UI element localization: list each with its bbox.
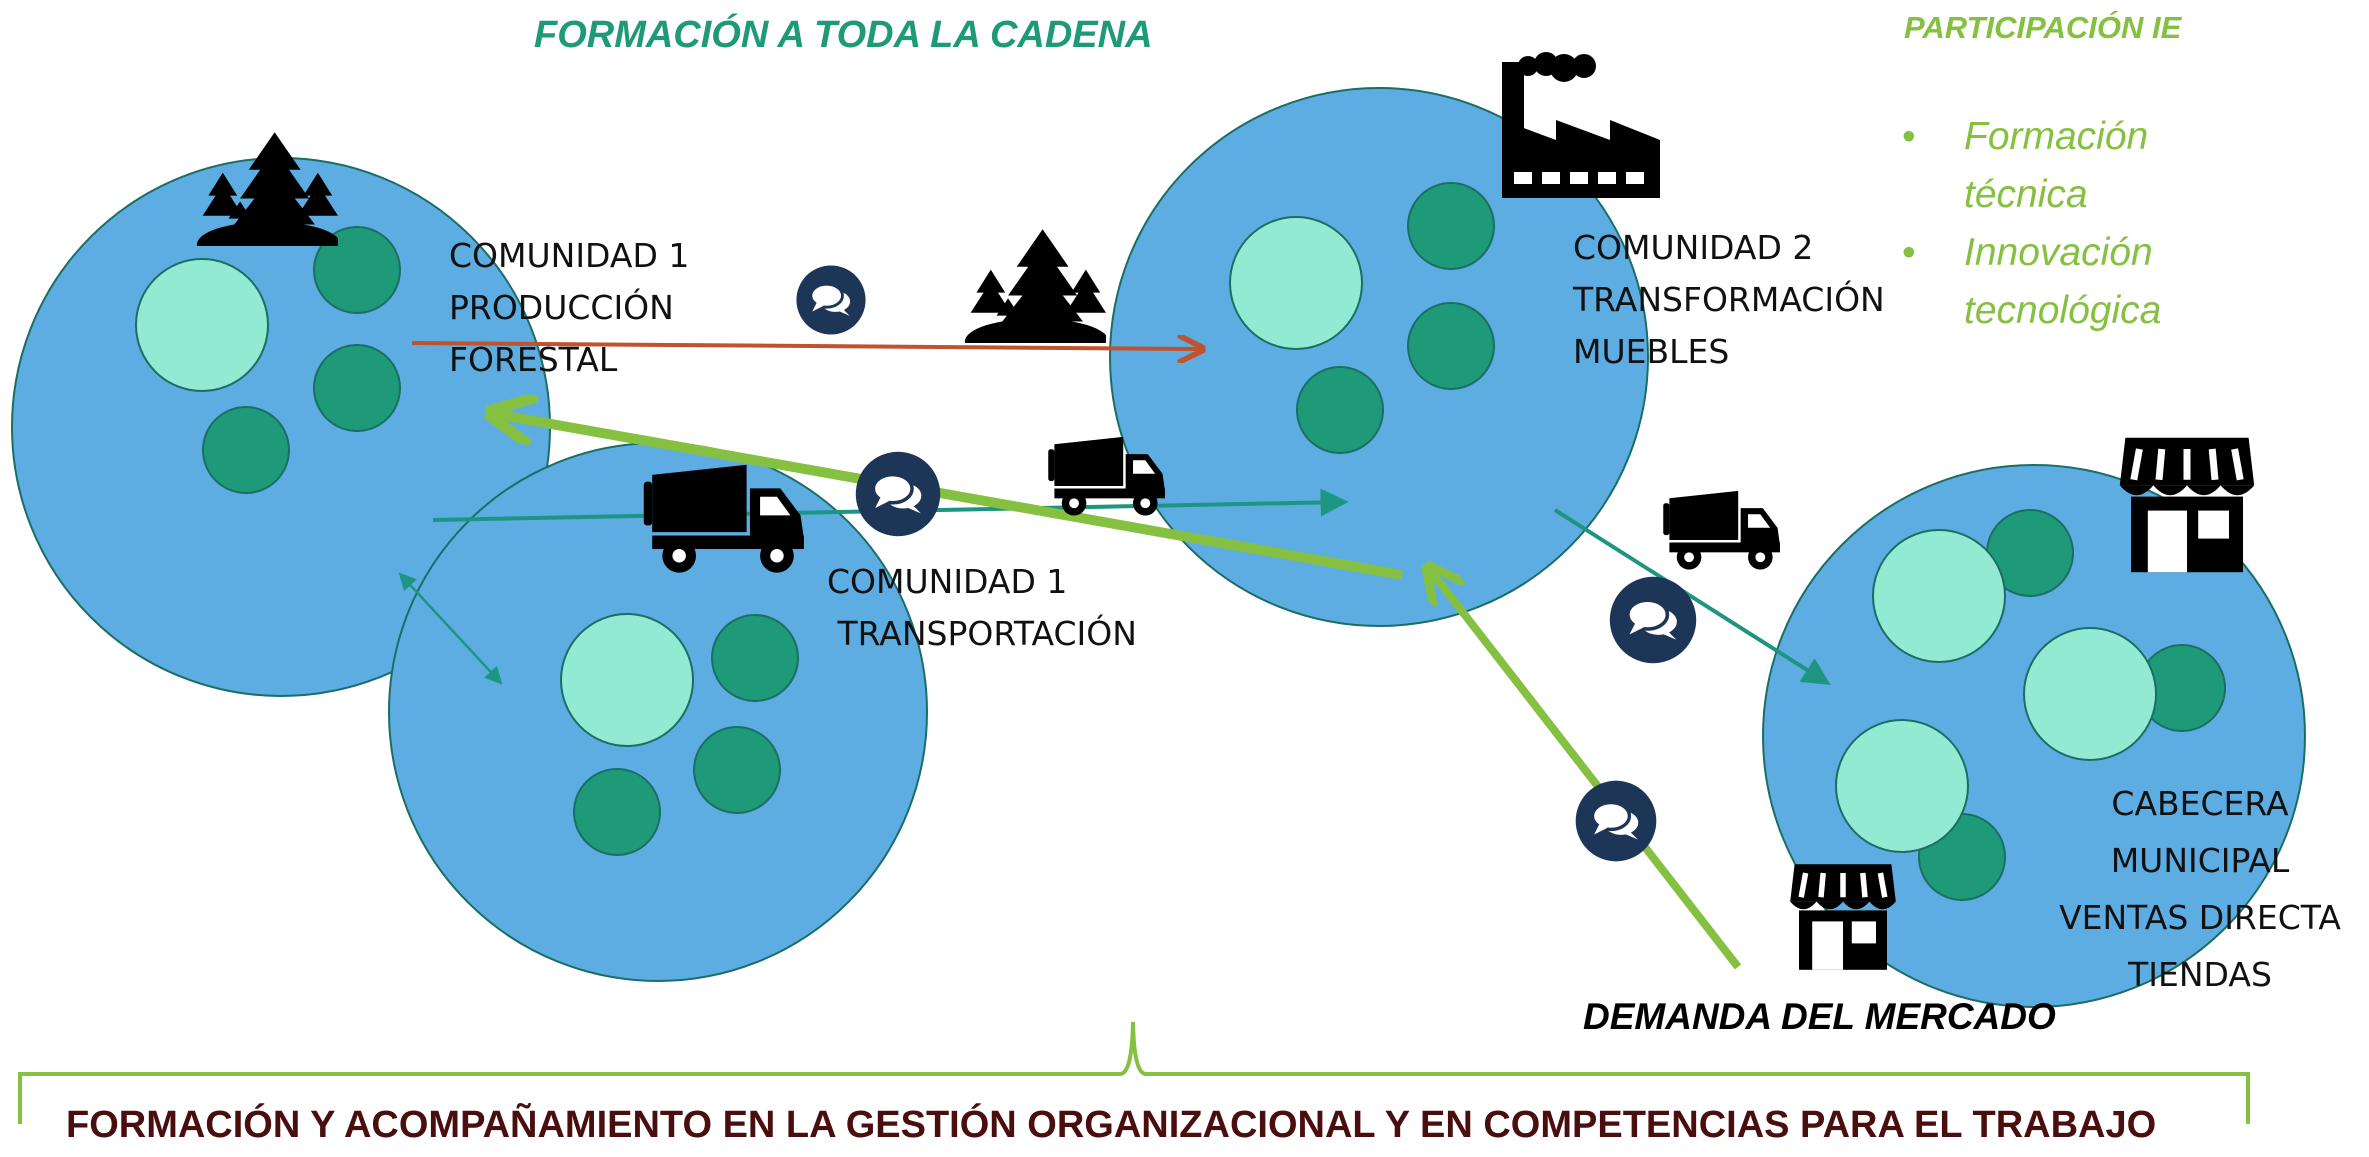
community-furniture <box>1109 87 1649 627</box>
bottom-brace <box>18 1021 2250 1124</box>
node-label-transport: COMUNIDAD 1 TRANSPORTACIÓN <box>827 562 1137 653</box>
store-icon <box>2120 438 2254 572</box>
truck-icon <box>1663 490 1780 570</box>
store-icon <box>1790 864 1896 970</box>
community-forestal <box>11 157 551 697</box>
wood-flow-arrow <box>411 343 1200 349</box>
chat-icon <box>854 450 942 538</box>
diagram-title: FORMACIÓN A TODA LA CADENA <box>534 14 1153 56</box>
node-label-furniture: COMUNIDAD 2 TRANSFORMACIÓN MUEBLES <box>1573 228 1885 371</box>
demand-arrow <box>1430 570 1742 970</box>
community-transport <box>388 442 928 982</box>
feedback-arrow <box>495 414 1403 580</box>
community-market <box>1762 464 2306 1008</box>
chat-icon <box>795 264 867 336</box>
chat-icon <box>1608 575 1698 665</box>
participation-title: PARTICIPACIÓN IE <box>1904 10 2182 45</box>
participation-item: Innovación tecnológica <box>1902 224 2264 340</box>
forest-icon <box>964 229 1106 343</box>
factory-icon <box>1502 52 1660 198</box>
participation-item: Formación técnica <box>1902 108 2264 224</box>
bottom-title: FORMACIÓN Y ACOMPAÑAMIENTO EN LA GESTIÓN… <box>66 1104 2157 1146</box>
demand-label: DEMANDA DEL MERCADO <box>1583 996 2056 1037</box>
market-flow-arrow <box>1553 508 1831 686</box>
participation-list: Formación técnica Innovación tecnológica <box>1902 108 2264 340</box>
node-label-market: CABECERA MUNICIPAL VENTAS DIRECTA TIENDA… <box>2059 784 2341 994</box>
exchange-arrow <box>398 572 503 685</box>
node-label-forestal: COMUNIDAD 1 PRODUCCIÓN FORESTAL <box>449 236 690 379</box>
chat-icon <box>1574 779 1658 863</box>
